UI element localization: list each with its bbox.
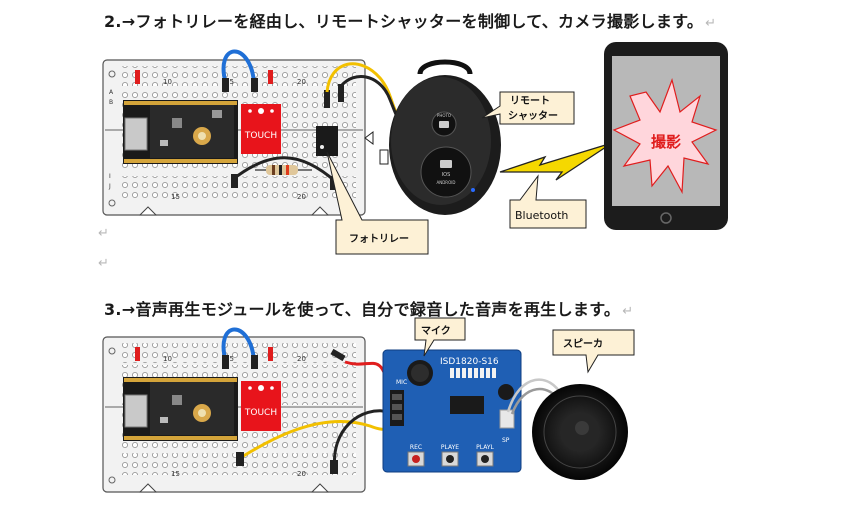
touch-sensor: TOUCH bbox=[241, 104, 281, 154]
microcontroller bbox=[123, 100, 238, 164]
module-button-label: REC bbox=[410, 444, 422, 451]
board-col-label: 20 bbox=[297, 355, 306, 363]
remote-big-button-sublabel: ANDROID bbox=[437, 180, 456, 185]
speaker-callout: スピーカ bbox=[552, 329, 635, 374]
remote-big-button-label: IOS bbox=[442, 172, 451, 178]
tablet: 撮影 bbox=[604, 42, 728, 230]
remote-callout-line1: リモート bbox=[510, 95, 550, 107]
remote-shutter-callout: リモート シャッター bbox=[481, 91, 575, 125]
empty-paragraph-mark: ↵ bbox=[98, 256, 109, 271]
microcontroller bbox=[123, 377, 238, 441]
board-col-label: 20 bbox=[297, 470, 306, 478]
sound-module: ISD1820-S16 MIC SP REC PLAYE PLAYL bbox=[382, 349, 522, 473]
photo-burst bbox=[612, 77, 718, 195]
speaker-label: スピーカ bbox=[563, 338, 603, 350]
section2-figure: 10 15 20 15 20 A B I J bbox=[102, 42, 728, 255]
bluetooth-label: Bluetooth bbox=[515, 209, 568, 222]
photorelay-callout: フォトリレー bbox=[326, 151, 429, 255]
board-col-label: 15 bbox=[225, 78, 234, 86]
module-name: ISD1820-S16 bbox=[440, 357, 499, 367]
board-row-label: A bbox=[109, 89, 114, 96]
module-button-label: PLAYE bbox=[441, 444, 459, 451]
touch-sensor-label: TOUCH bbox=[244, 131, 277, 141]
touch-sensor-label: TOUCH bbox=[244, 408, 277, 418]
photorelay-label: フォトリレー bbox=[349, 233, 409, 245]
remote-shutter: PHOTO IOS ANDROID bbox=[389, 59, 501, 215]
board-col-label: 10 bbox=[163, 355, 172, 363]
mic-callout: マイク bbox=[414, 317, 466, 357]
board-row-label: B bbox=[109, 99, 113, 106]
bluetooth-callout: Bluetooth bbox=[509, 174, 587, 229]
board-col-label: 10 bbox=[163, 78, 172, 86]
module-mic-text: MIC bbox=[396, 379, 407, 386]
remote-small-button-label: PHOTO bbox=[437, 113, 451, 118]
section3-heading: 3.→音声再生モジュールを使って、自分で録音した音声を再生します。↵ bbox=[104, 296, 633, 320]
photorelay-chip bbox=[316, 126, 338, 156]
paragraph-mark: ↵ bbox=[705, 16, 717, 31]
section2-heading: 2.→フォトリレーを経由し、リモートシャッターを制御して、カメラ撮影します。↵ bbox=[104, 8, 716, 32]
resistor bbox=[255, 165, 312, 175]
phone-text: 撮影 bbox=[651, 133, 681, 151]
touch-sensor: TOUCH bbox=[241, 381, 281, 431]
section3-figure: 10 15 20 15 20 bbox=[102, 317, 635, 493]
empty-paragraph-mark: ↵ bbox=[98, 226, 109, 241]
mic-label: マイク bbox=[421, 325, 451, 337]
board-row-label: I bbox=[109, 173, 111, 180]
board-col-label: 20 bbox=[297, 193, 306, 201]
section3-heading-text: 3.→音声再生モジュールを使って、自分で録音した音声を再生します。 bbox=[104, 300, 621, 319]
speaker bbox=[532, 384, 628, 480]
section2-heading-text: 2.→フォトリレーを経由し、リモートシャッターを制御して、カメラ撮影します。 bbox=[104, 12, 704, 31]
board-col-label: 15 bbox=[171, 193, 180, 201]
board-row-label: J bbox=[108, 183, 111, 190]
module-button-label: PLAYL bbox=[476, 444, 494, 451]
board-col-label: 20 bbox=[297, 78, 306, 86]
board-col-label: 15 bbox=[171, 470, 180, 478]
paragraph-mark: ↵ bbox=[622, 304, 634, 319]
module-sp-text: SP bbox=[502, 437, 510, 444]
bluetooth-bolt bbox=[499, 142, 613, 181]
board-col-label: 15 bbox=[225, 355, 234, 363]
remote-callout-line2: シャッター bbox=[508, 110, 558, 122]
